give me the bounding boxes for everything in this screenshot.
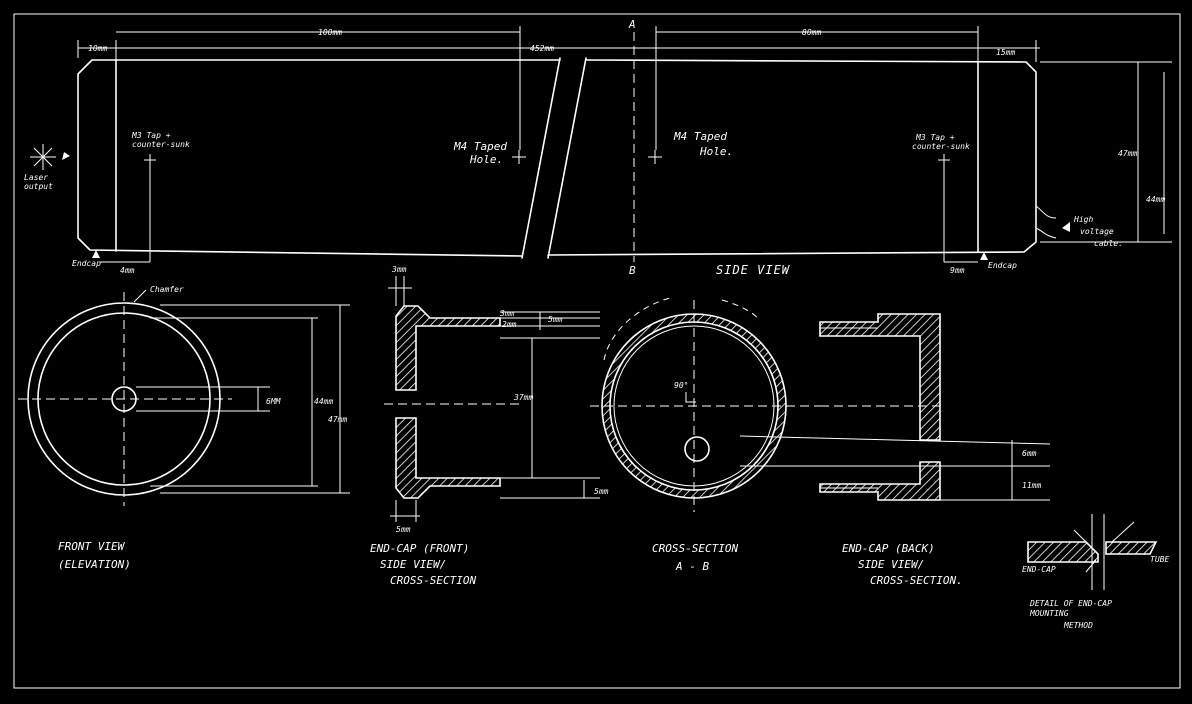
section-label-a: A [628,18,636,31]
endcap-back-upper-section [819,313,941,441]
hole-marker-m3-left [144,154,156,166]
detail-label-endcap: END-CAP [1022,565,1056,574]
note-endcap-left: Endcap [72,259,101,268]
dim-5mm-cs-bottom: 5mm [594,487,609,496]
detail-tube-section [1105,541,1158,555]
side-view-title: SIDE VIEW [716,263,791,277]
dim-11mm-back: 11mm [1022,481,1041,490]
dim-80mm: 80mm [802,28,821,37]
dim-44mm-side: 44mm [1146,195,1165,204]
hole-marker-m4-left [512,150,526,164]
detail-title-2: MOUNTING [1029,609,1069,618]
endcap-arrow-left [92,250,100,258]
note-endcap-right: Endcap [988,261,1017,270]
dim-44mm-front: 44mm [314,397,333,406]
note-hv-2: voltage [1080,227,1114,236]
dim-47mm-front: 47mm [328,415,347,424]
dim-5mm-endcap: 5mm [396,525,411,534]
laser-burst-icon [30,144,56,170]
note-m4-left-1: M4 Taped [453,140,507,153]
dim-2mm-cs: 2mm [502,320,517,329]
endcap-back-title-3: CROSS-SECTION. [870,574,963,587]
endcap-front-upper-section [395,305,501,391]
endcap-back-title-2: SIDE VIEW/ [858,558,924,571]
detail-ray [1111,521,1135,543]
dim-6mm-front: 6MM [266,397,282,406]
note-m4-right-1: M4 Taped [673,130,727,143]
break-line-left [521,57,561,259]
dim-9mm: 9mm [950,266,965,275]
dim-452mm: 452mm [530,44,554,53]
dim-4mm: 4mm [120,266,135,275]
note-hv-1: High [1073,215,1093,224]
cs-outer-arc [721,299,761,321]
note-laser-1: Laser [24,173,48,182]
dim-47mm-side: 47mm [1118,149,1137,158]
cs-hole [684,436,710,462]
cs-title-2: A - B [675,560,709,573]
dim-100mm: 100mm [318,28,342,37]
detail-label-tube: TUBE [1150,555,1169,564]
tube-left-outline [77,59,561,257]
cs-title-1: CROSS-SECTION [652,542,738,555]
detail-ray [1085,559,1097,573]
note-m4-right-2: Hole. [699,145,733,158]
front-view: Chamfer 6MM 44mm 47mm FRONT VIEW (ELEVAT… [18,285,350,571]
endcap-front-lower-section [395,417,501,499]
break-line-right [547,57,587,259]
detail-title-3: METHOD [1063,621,1093,630]
note-hv-3: cable. [1094,239,1123,248]
mounting-detail: END-CAP TUBE DETAIL OF END-CAP MOUNTING … [1022,514,1169,630]
endcap-back: 6mm 11mm END-CAP (BACK) SIDE VIEW/ CROSS… [739,313,1051,587]
note-m3-right-2: counter-sunk [912,142,970,151]
section-label-b: B [629,264,636,277]
side-view: A B 10mm 452mm 100mm 80mm 15mm 47mm 44mm… [24,18,1172,277]
note-m3-left-1: M3 Tap + [131,131,171,140]
dim-3mm-endcap: 3mm [391,265,407,274]
dim-3mm-cs: 3mm [499,309,515,318]
endcap-back-title-1: END-CAP (BACK) [842,542,935,555]
note-m3-right-1: M3 Tap + [915,133,955,142]
detail-endcap-section [1027,541,1099,563]
cross-section-ab: 3mm 2mm 5mm 37mm 5mm 90° CROSS-SECTION A… [499,297,820,573]
tube-right-outline [547,59,1037,256]
endcap-front: 3mm 5mm END-CAP (FRONT) SIDE VIEW/ CROSS… [370,265,520,587]
front-view-title-1: FRONT VIEW [58,540,126,553]
laser-arrow [62,152,70,160]
note-m4-left-2: Hole. [469,153,503,166]
detail-title-1: DETAIL OF END-CAP [1029,599,1112,608]
sheet-border [13,13,1181,689]
hv-cable-arrow [1062,222,1070,232]
hole-marker-m4-right [648,150,662,164]
dim-5mm-cs-top: 5mm [548,315,563,324]
ext-line [739,435,1051,445]
dim-37mm: 37mm [513,393,533,402]
label-chamfer: Chamfer [150,285,184,294]
endcap-arrow-right [980,252,988,260]
hv-cable-line-1 [1035,205,1057,219]
hole-marker-m3-right [938,154,950,166]
dim-6mm-back: 6mm [1022,449,1037,458]
endcap-front-title-2: SIDE VIEW/ [380,558,446,571]
angle-90: 90° [674,381,688,390]
note-laser-2: output [24,182,53,191]
detail-ray [1073,529,1089,545]
endcap-back-lower-section [819,461,941,501]
endcap-front-title-3: CROSS-SECTION [390,574,476,587]
chamfer-leader [133,289,147,303]
dim-10mm: 10mm [88,44,107,53]
cs-outer-arc [603,297,671,361]
endcap-front-title-1: END-CAP (FRONT) [370,542,469,555]
hv-cable-line-2 [1035,227,1057,239]
note-m3-left-2: counter-sunk [132,140,190,149]
front-view-title-2: (ELEVATION) [58,558,131,571]
dim-15mm: 15mm [996,48,1015,57]
right-angle-mark [685,392,696,403]
